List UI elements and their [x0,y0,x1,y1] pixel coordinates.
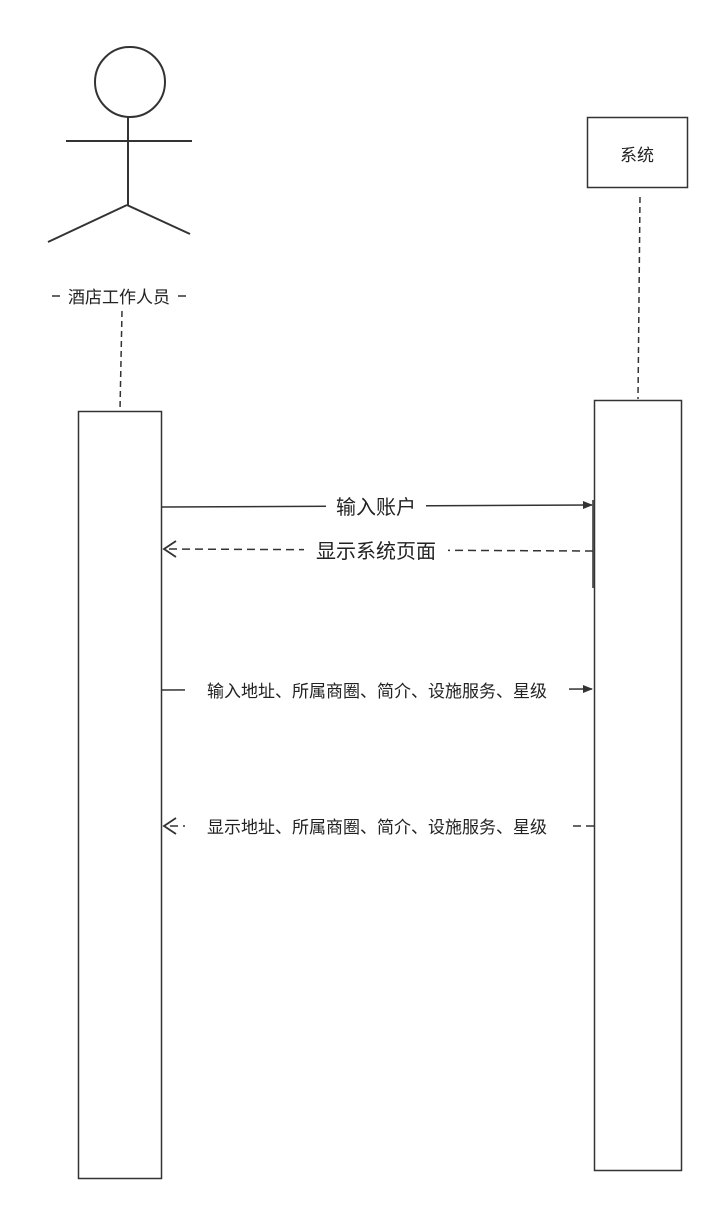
actor-right-leg [126,204,191,235]
message-3: 输入地址、所属商圈、简介、设施服务、星级 [161,678,593,702]
message-2-label-bg [304,537,448,563]
message-1-label: 输入账户 [336,495,416,519]
actor-left-leg [47,204,128,243]
message-4-arrowhead [162,817,177,835]
system-activation-box [593,399,683,1172]
system-box [586,116,689,189]
message-1-label-bg [326,494,426,518]
message-4-label: 显示地址、所属商圈、简介、设施服务、星级 [207,818,547,838]
system-name: 系统 [620,146,654,166]
actor-head [94,46,166,118]
message-3-label-bg [185,678,569,702]
message-3-label: 输入地址、所属商圈、简介、设施服务、星级 [207,682,547,702]
message-2: 显示系统页面 [162,537,594,563]
system-header: 系统 [586,116,689,189]
message-1: 输入账户 [161,494,593,519]
actor-activation-box [77,410,163,1180]
actor-lifeline [119,310,123,411]
stick-figure-icon [47,46,192,243]
system-lifeline [637,196,641,400]
message-4-label-bg [185,814,569,838]
message-4: 显示地址、所属商圈、简介、设施服务、星级 [162,814,594,838]
message-2-label: 显示系统页面 [316,539,436,563]
actor-label-group: 酒店工作人员 [52,288,186,308]
actor-name: 酒店工作人员 [68,288,170,308]
message-2-arrowhead [162,540,177,558]
